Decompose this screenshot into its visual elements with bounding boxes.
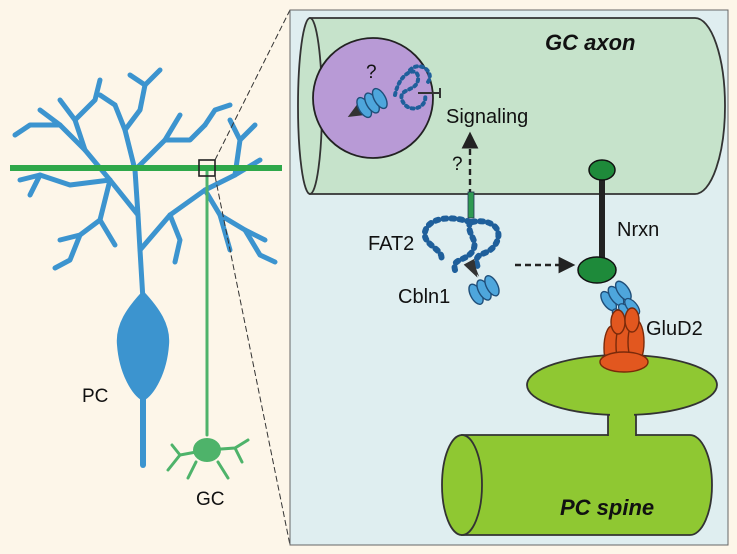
signaling-question-mark: ? — [452, 154, 463, 175]
vesicle-cbln1 — [347, 85, 391, 121]
pc-label: PC — [82, 386, 108, 407]
glud2-label: GluD2 — [646, 318, 703, 340]
gc-axon-label: GC axon — [545, 30, 635, 55]
purkinje-cell — [12, 67, 278, 468]
pc-spine — [441, 351, 718, 536]
signaling-label: Signaling — [446, 106, 528, 128]
vesicle: ? — [312, 37, 441, 159]
vesicle-fat2 — [393, 64, 432, 111]
pc-dendrite-trunk — [135, 212, 146, 303]
cbln1-label: Cbln1 — [398, 286, 450, 308]
gc-soma — [193, 438, 221, 462]
nrxn-label: Nrxn — [617, 219, 659, 241]
granule-cell — [166, 166, 250, 480]
fat2-label: FAT2 — [368, 233, 414, 255]
pc-dendrite-right — [137, 157, 263, 253]
zoom-line-top — [214, 9, 291, 161]
zoom-box — [198, 159, 216, 177]
cbln1-protein — [463, 258, 503, 308]
pc-soma — [116, 290, 170, 402]
pc-spine-label: PC spine — [560, 495, 654, 520]
gc-label: GC — [196, 489, 225, 510]
vesicle-question-mark: ? — [366, 62, 377, 83]
nrxn-protein — [577, 159, 617, 284]
fat2-protein — [421, 191, 502, 273]
